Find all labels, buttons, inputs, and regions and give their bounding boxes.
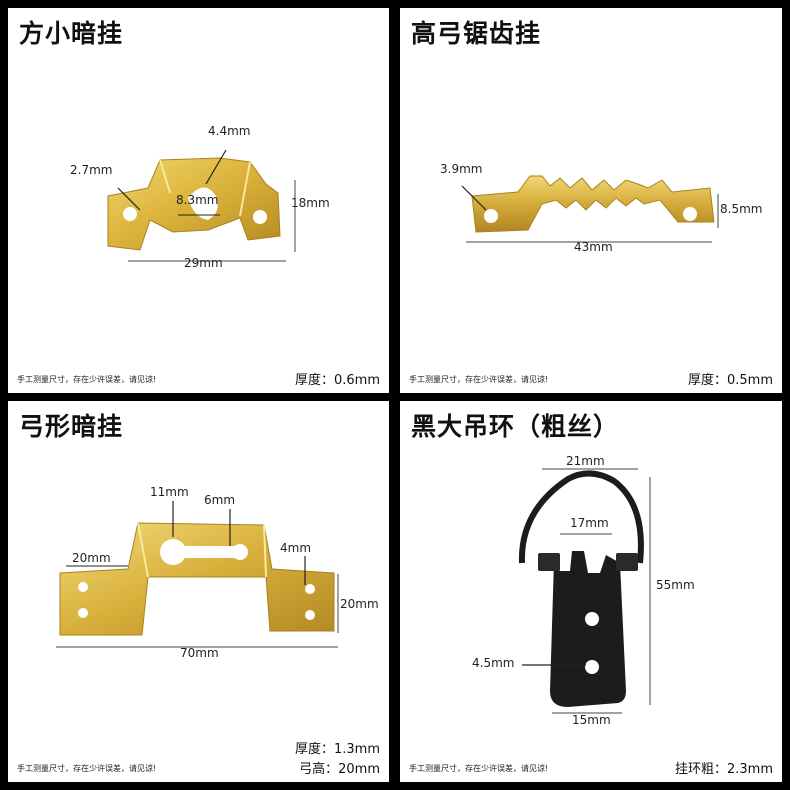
- dim-height: 55mm: [656, 578, 695, 592]
- dim-hole: 3.9mm: [440, 162, 483, 176]
- dim-flange: 20mm: [72, 551, 111, 565]
- dim-hole: 4.5mm: [472, 656, 515, 670]
- bow-hanger-image: [56, 501, 339, 648]
- measurement-note: 手工测量尺寸，存在少许误差，请见谅!: [409, 375, 549, 384]
- spec-bow-height: 弓高：20mm: [299, 762, 380, 777]
- dim-height: 8.5mm: [720, 202, 763, 216]
- panel-black-d-ring: 黑大吊环（粗丝） 21mm 17mm 55mm 4.5mm 15mm 手工测量尺…: [400, 401, 782, 782]
- square-hanger-image: [107, 149, 296, 262]
- measurement-note: 手工测量尺寸，存在少许误差，请见谅!: [409, 764, 549, 773]
- dim-gap: 8.3mm: [176, 193, 219, 207]
- dim-slot: 6mm: [204, 493, 236, 507]
- dim-width: 70mm: [180, 646, 219, 660]
- dim-top-hole: 4.4mm: [208, 124, 251, 138]
- panel-sawtooth-hanger: 高弓锯齿挂 3.9mm 8.5mm 43mm 手工测量尺寸，存在少许误差，请见谅…: [400, 8, 782, 393]
- spec-thickness: 厚度：0.5mm: [687, 373, 773, 388]
- spec-ring-thickness: 挂环粗：2.3mm: [674, 762, 773, 777]
- panel-title: 弓形暗挂: [19, 412, 124, 441]
- sawtooth-hanger-image: [461, 175, 719, 243]
- panel-title: 黑大吊环（粗丝）: [411, 412, 620, 441]
- dim-height: 20mm: [340, 597, 379, 611]
- dim-ring-width: 21mm: [566, 454, 605, 468]
- panel-title: 高弓锯齿挂: [411, 19, 542, 48]
- black-d-ring-image: [518, 468, 651, 714]
- spec-thickness: 厚度：1.3mm: [294, 742, 380, 757]
- panel-title: 方小暗挂: [19, 19, 124, 48]
- dim-inner: 17mm: [570, 516, 609, 530]
- measurement-note: 手工测量尺寸，存在少许误差，请见谅!: [17, 764, 157, 773]
- panel-bow-hanger: 弓形暗挂 20mm 11mm 6mm 4mm 20mm 70mm 手工测量尺寸，…: [8, 401, 389, 782]
- dim-key-hole: 11mm: [150, 485, 189, 499]
- dim-side-hole: 4mm: [280, 541, 312, 555]
- panel-square-hanger: 方小暗挂 2.7mm 4.4mm 8.3mm 18mm 29mm 手工测量尺寸，…: [8, 8, 389, 393]
- dim-width: 43mm: [574, 240, 613, 254]
- measurement-note: 手工测量尺寸，存在少许误差，请见谅!: [17, 375, 157, 384]
- dim-width: 29mm: [184, 256, 223, 270]
- dim-plate-width: 15mm: [572, 713, 611, 727]
- spec-thickness: 厚度：0.6mm: [294, 373, 380, 388]
- dim-height: 18mm: [291, 196, 330, 210]
- dim-hole: 2.7mm: [70, 163, 113, 177]
